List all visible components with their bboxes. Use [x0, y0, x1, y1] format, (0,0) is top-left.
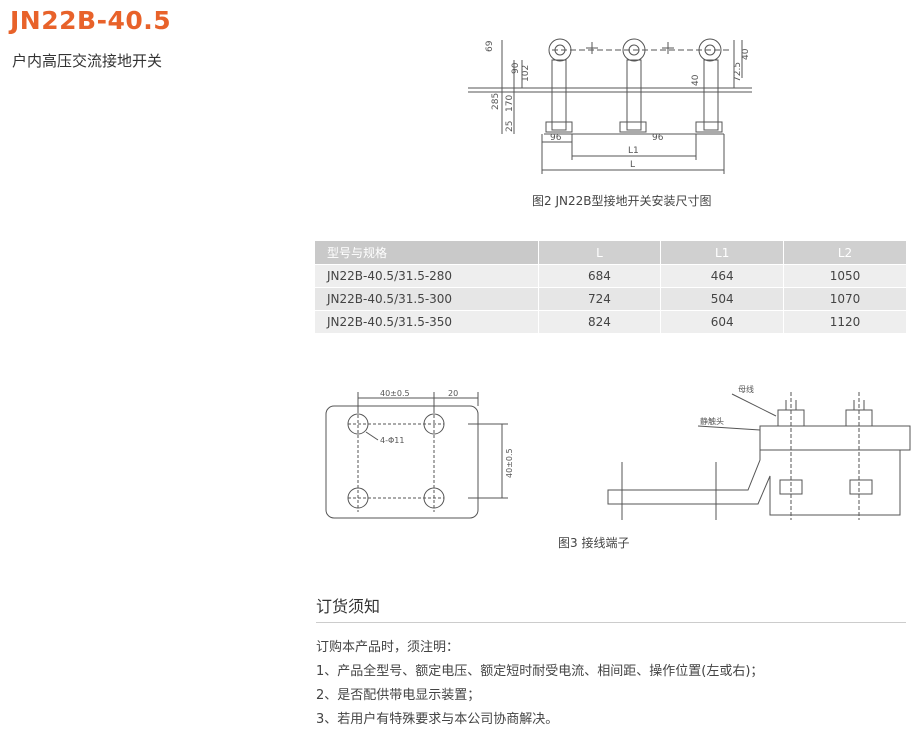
col-model: 型号与规格 [315, 241, 539, 265]
figure2-drawing: 69 90 102 285 170 25 40 72.5 40 96 96 L1… [468, 38, 752, 174]
figure3-terminal-plate: 40±0.5 20 40±0.5 4-Φ11 [325, 389, 514, 519]
fig2-dim-96b: 96 [652, 133, 664, 143]
spec-table: 型号与规格 L L1 L2 JN22B-40.5/31.5-280 684 46… [315, 241, 907, 333]
fig2-dim-L1: L1 [628, 146, 639, 156]
table-row: JN22B-40.5/31.5-280 684 464 1050 [315, 264, 907, 288]
cell-L: 684 [538, 264, 662, 288]
cell-L2: 1120 [783, 310, 907, 333]
table-row: JN22B-40.5/31.5-300 724 504 1070 [315, 287, 907, 311]
fig2-dim-L: L [630, 160, 635, 170]
fig3-dim-top: 40±0.5 [380, 389, 410, 398]
cell-L: 824 [538, 310, 662, 333]
fig3-contact-label: 静触头 [700, 416, 724, 426]
list-item: 1、产品全型号、额定电压、额定短时耐受电流、相间距、操作位置(左或右)； [316, 664, 764, 679]
fig2-dim-170: 170 [505, 95, 515, 112]
list-item: 2、是否配供带电显示装置； [316, 688, 481, 703]
fig3-busbar-label: 母线 [738, 384, 754, 394]
ordering-divider [316, 622, 906, 623]
fig2-dim-72-5: 72.5 [733, 62, 743, 82]
col-L1: L1 [660, 241, 785, 265]
cell-model: JN22B-40.5/31.5-300 [315, 287, 539, 311]
col-L: L [538, 241, 662, 265]
product-title: JN22B-40.5 [10, 6, 172, 35]
fig2-dim-25: 25 [505, 121, 515, 132]
fig2-dim-285: 285 [491, 93, 501, 110]
cell-L2: 1050 [783, 264, 907, 288]
ordering-list: 订购本产品时，须注明： 1、产品全型号、额定电压、额定短时耐受电流、相间距、操作… [316, 636, 763, 732]
product-subtitle: 户内高压交流接地开关 [12, 52, 163, 70]
fig2-dim-40b: 40 [741, 48, 751, 60]
list-item: 订购本产品时，须注明： [316, 640, 460, 655]
table-row: JN22B-40.5/31.5-350 824 604 1120 [315, 310, 907, 333]
fig2-dim-69: 69 [485, 40, 495, 52]
cell-L2: 1070 [783, 287, 907, 311]
fig3-hole-label: 4-Φ11 [380, 436, 404, 445]
fig2-dim-90: 90 [511, 62, 521, 74]
list-item: 3、若用户有特殊要求与本公司协商解决。 [316, 712, 559, 727]
fig2-dim-102: 102 [521, 65, 531, 82]
fig3-dim-top-right: 20 [448, 389, 458, 398]
cell-model: JN22B-40.5/31.5-350 [315, 310, 539, 333]
cell-L1: 604 [660, 310, 785, 333]
figure3-caption: 图3 接线端子 [558, 536, 630, 550]
ordering-heading: 订货须知 [316, 597, 381, 616]
fig2-dim-40: 40 [691, 74, 701, 86]
fig2-dim-96a: 96 [550, 133, 562, 143]
col-L2: L2 [783, 241, 907, 265]
cell-model: JN22B-40.5/31.5-280 [315, 264, 539, 288]
figure3-assembly: 母线 静触头 [607, 384, 911, 520]
cell-L1: 464 [660, 264, 785, 288]
figure2-caption: 图2 JN22B型接地开关安装尺寸图 [532, 194, 712, 208]
spec-table-header: 型号与规格 L L1 L2 [315, 241, 907, 265]
cell-L: 724 [538, 287, 662, 311]
cell-L1: 504 [660, 287, 785, 311]
fig3-dim-right: 40±0.5 [505, 448, 514, 478]
